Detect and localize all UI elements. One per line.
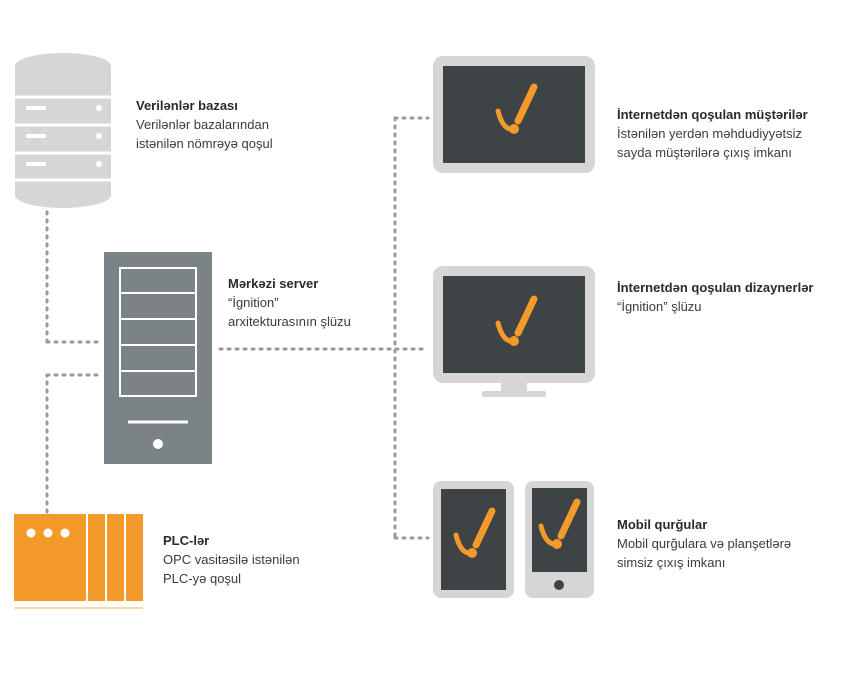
plc-description-line: OPC vasitəsilə istənilən: [163, 552, 300, 567]
web-clients-description-line: sayda müştərilərə çıxış imkanı: [617, 145, 792, 160]
web-clients-description-line: İstənilən yerdən məhdudiyyətsiz: [617, 126, 802, 141]
phone-icon: [525, 481, 594, 598]
designers-description-line: “İgnition” şlüzu: [617, 299, 702, 314]
server-description-line: “İgnition”: [228, 295, 279, 310]
server-label: Mərkəzi server “İgnition” arxitekturasın…: [228, 274, 351, 331]
web-clients-title: İnternetdən qoşulan müştərilər: [617, 107, 808, 122]
designers-label: İnternetdən qoşulan dizaynerlər “İgnitio…: [617, 278, 814, 316]
server-title: Mərkəzi server: [228, 276, 319, 291]
mobile-description-line: simsiz çıxış imkanı: [617, 555, 726, 570]
database-description-line: Verilənlər bazalarından: [136, 117, 269, 132]
mobile-label: Mobil qurğular Mobil qurğulara və planşe…: [617, 515, 791, 572]
laptop-icon: [433, 56, 595, 173]
web-clients-label: İnternetdən qoşulan müştərilər İstənilən…: [617, 105, 808, 162]
monitor-icon: [433, 266, 595, 397]
mobile-description-line: Mobil qurğulara və planşetlərə: [617, 536, 792, 551]
plc-icon: [14, 514, 143, 609]
tablet-icon: [433, 481, 514, 598]
database-description-line: istənilən nömrəyə qoşul: [136, 136, 273, 151]
designers-title: İnternetdən qoşulan dizaynerlər: [617, 280, 814, 295]
database-label: Verilənlər bazası Verilənlər bazalarında…: [136, 96, 273, 153]
connectors: [45, 116, 430, 540]
mobile-title: Mobil qurğular: [617, 517, 708, 532]
plc-title: PLC-lər: [163, 533, 210, 548]
mobile-devices-icon: [433, 481, 594, 598]
database-icon: [15, 53, 111, 208]
plc-label: PLC-lər OPC vasitəsilə istənilən PLC-yə …: [163, 531, 300, 588]
plc-description-line: PLC-yə qoşul: [163, 571, 242, 586]
server-description-line: arxitekturasının şlüzu: [228, 314, 351, 329]
server-icon: [104, 252, 212, 464]
database-title: Verilənlər bazası: [136, 98, 238, 113]
